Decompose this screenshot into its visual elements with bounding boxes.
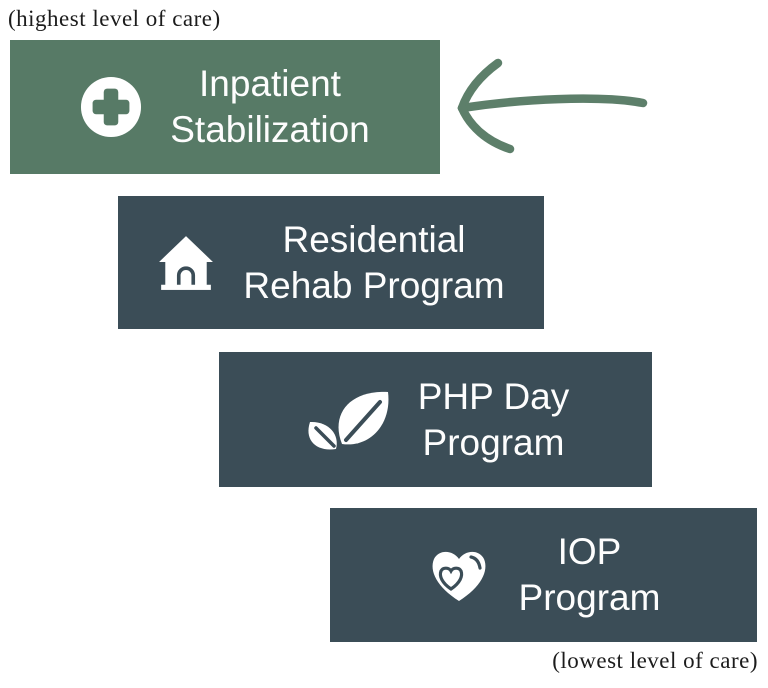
leaf-icon <box>302 388 390 452</box>
level-label: Inpatient Stabilization <box>170 63 370 150</box>
lowest-level-caption: (lowest level of care) <box>552 648 758 673</box>
level-label: PHP Day Program <box>417 375 570 463</box>
level-box-php-day-program: PHP Day Program <box>219 352 652 487</box>
level-box-residential-rehab: Residential Rehab Program <box>118 196 544 329</box>
plus-circle-icon <box>80 76 142 138</box>
level-box-iop-program: IOP Program <box>330 508 757 642</box>
house-icon <box>157 235 215 291</box>
heart-icon <box>427 545 491 605</box>
level-box-inpatient-stabilization: Inpatient Stabilization <box>10 40 440 174</box>
level-label: IOP Program <box>518 531 661 618</box>
highest-level-caption: (highest level of care) <box>8 6 221 31</box>
hand-drawn-arrow-icon <box>450 52 655 157</box>
level-label: Residential Rehab Program <box>243 218 505 306</box>
